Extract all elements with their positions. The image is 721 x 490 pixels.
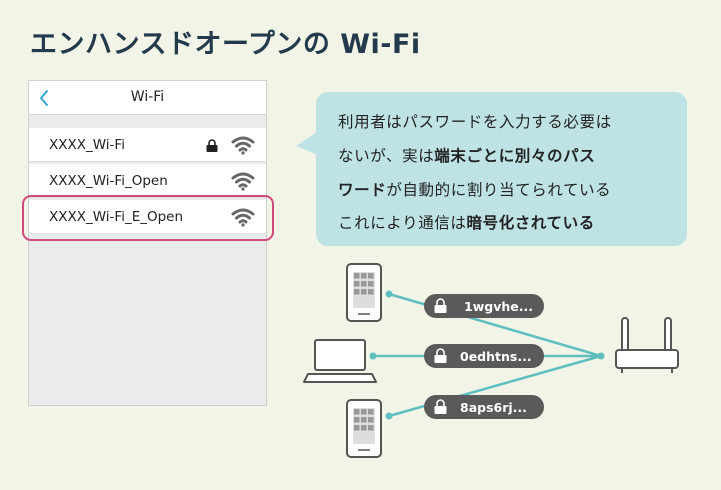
password-text: 8aps6rj...: [460, 400, 527, 415]
callout-line-3: ワードが自動的に割り当てられている: [338, 178, 611, 200]
callout-emphasis: ワード: [338, 181, 387, 199]
callout-emphasis: 暗号化されている: [466, 214, 595, 232]
callout-text: これにより通信は: [338, 214, 467, 232]
connection-node: [369, 352, 377, 360]
callout-tail: [296, 130, 320, 156]
laptop-icon: [303, 339, 377, 383]
network-name: XXXX_Wi-Fi: [49, 137, 125, 153]
callout-line-4: これにより通信は暗号化されている: [338, 211, 595, 233]
callout-line-1: 利用者はパスワードを入力する必要は: [338, 110, 612, 132]
wifi-signal-icon: [231, 172, 255, 191]
network-name: XXXX_Wi-Fi_E_Open: [49, 209, 184, 225]
wifi-signal-icon: [231, 208, 255, 227]
lock-icon: [434, 348, 447, 363]
network-row-wifi-open[interactable]: XXXX_Wi-Fi_Open: [29, 164, 266, 198]
password-text: 0edhtns...: [460, 349, 532, 364]
callout-emphasis: 端末ごとに別々のパス: [434, 147, 596, 165]
connection-diagram: 1wgvhe... 0edhtns... 8aps6rj...: [303, 263, 679, 458]
network-row-wifi-e-open[interactable]: XXXX_Wi-Fi_E_Open: [29, 200, 266, 234]
page-title: エンハンスドオープンの Wi-Fi: [30, 29, 421, 60]
phone-wifi-screen: Wi-Fi XXXX_Wi-Fi XXXX_Wi-Fi_Open XXXX_Wi…: [28, 80, 267, 406]
phone-header: Wi-Fi: [29, 81, 266, 115]
explanation-callout: 利用者はパスワードを入力する必要は ないが、実は端末ごとに別々のパス ワードが自…: [316, 92, 687, 246]
lock-icon: [434, 399, 447, 414]
wifi-signal-icon: [231, 136, 255, 155]
connection-node: [385, 412, 393, 420]
password-text: 1wgvhe...: [464, 299, 533, 314]
smartphone-icon: [346, 263, 382, 322]
highlight-frame: [22, 195, 274, 241]
callout-line-2: ないが、実は端末ごとに別々のパス: [338, 144, 595, 166]
phone-header-title: Wi-Fi: [130, 89, 165, 105]
back-chevron-icon[interactable]: [38, 89, 50, 107]
smartphone-icon: [346, 399, 382, 458]
password-pill: 0edhtns...: [424, 344, 544, 368]
network-name: XXXX_Wi-Fi_Open: [49, 173, 168, 189]
callout-text: ないが、実は: [338, 147, 435, 165]
network-row-wifi[interactable]: XXXX_Wi-Fi: [29, 128, 266, 162]
callout-text: が自動的に割り当てられている: [386, 181, 612, 199]
password-pill: 1wgvhe...: [424, 294, 544, 318]
password-pill: 8aps6rj...: [424, 395, 544, 419]
callout-text: 利用者はパスワードを入力する必要は: [338, 113, 612, 131]
router-icon: [615, 317, 679, 373]
connection-node: [597, 352, 605, 360]
lock-icon: [206, 139, 218, 152]
lock-icon: [434, 298, 447, 313]
connection-node: [385, 290, 393, 298]
